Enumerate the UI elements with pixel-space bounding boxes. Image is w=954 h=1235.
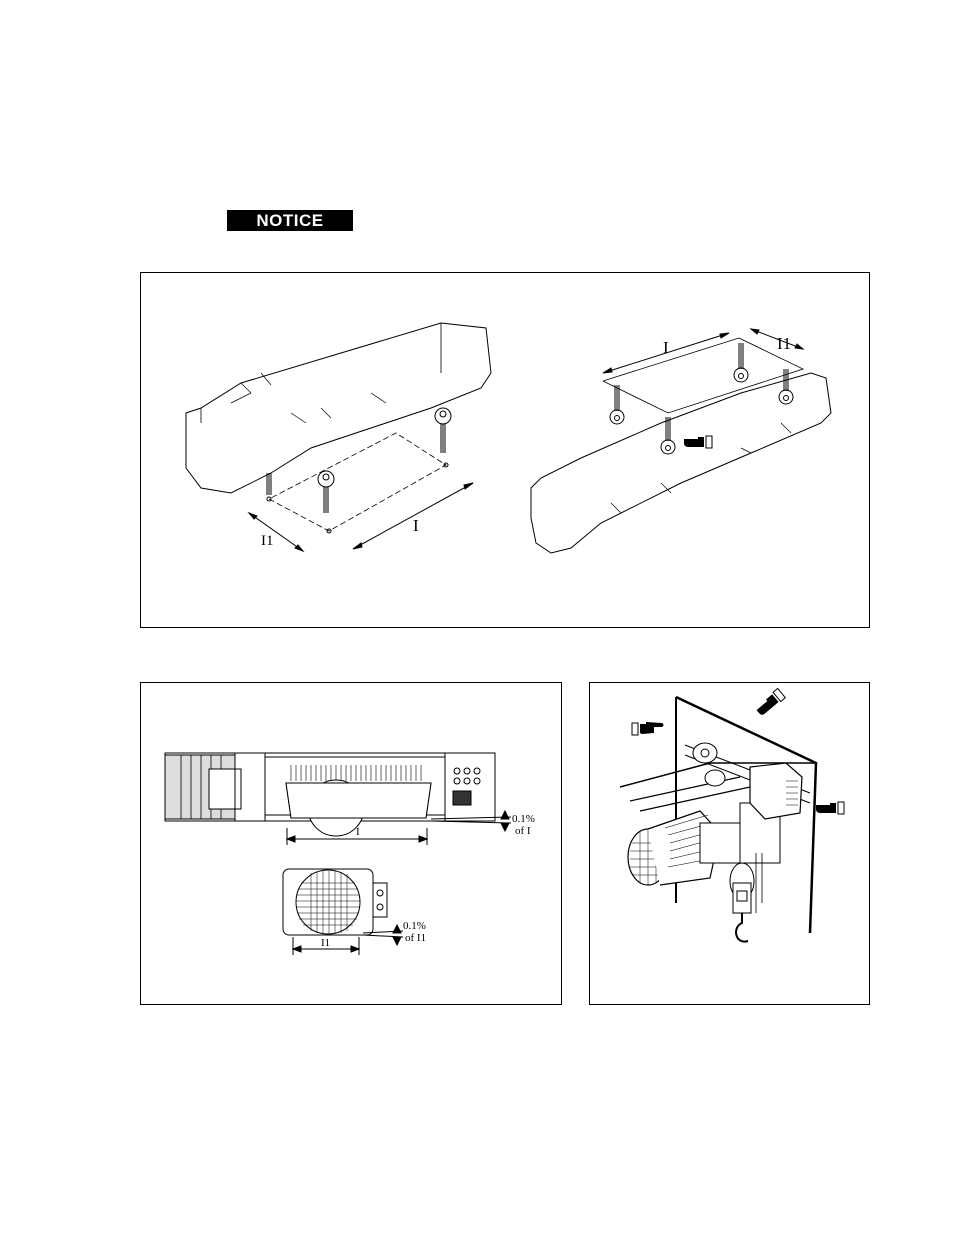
notice-badge: NOTICE <box>227 210 353 231</box>
alignment-tolerance-drawing: I 0.1% of I I1 0.1% of I1 <box>141 683 563 1006</box>
eyebolt-placement-figure: I1 I I I1 <box>140 272 870 628</box>
side-view-dim-label: I1 <box>321 937 330 949</box>
eyebolt-6 <box>779 369 793 404</box>
hoist-rail-figure <box>589 682 870 1005</box>
top-view-tolerance-1: 0.1% <box>512 813 535 825</box>
pointing-hand-icon <box>755 688 786 716</box>
alignment-tolerance-figure: I 0.1% of I I1 0.1% of I1 <box>140 682 562 1005</box>
pointing-hand-icon <box>684 436 712 448</box>
left-dim-long-label: I <box>413 516 419 535</box>
eyebolt-2 <box>435 408 451 453</box>
left-dim-short-label: I1 <box>261 533 274 549</box>
right-dim-long-label: I <box>663 338 669 357</box>
eyebolt-4 <box>610 385 624 424</box>
notice-label: NOTICE <box>256 211 323 231</box>
right-dim-short-label: I1 <box>777 334 791 353</box>
eyebolt-placement-drawing: I1 I I I1 <box>141 273 871 629</box>
side-view-tolerance-2: of I1 <box>405 932 426 944</box>
side-view-tolerance-1: 0.1% <box>403 920 426 932</box>
top-view-dim-label: I <box>356 826 360 838</box>
pointing-hand-icon <box>632 722 664 735</box>
eyebolt-1 <box>318 471 334 513</box>
eyebolt-3 <box>267 473 271 495</box>
pointing-hand-icon <box>816 802 844 814</box>
eyebolt-5 <box>734 343 748 382</box>
hoist-rail-drawing <box>590 683 871 1006</box>
top-view-tolerance-2: of I <box>515 825 531 837</box>
